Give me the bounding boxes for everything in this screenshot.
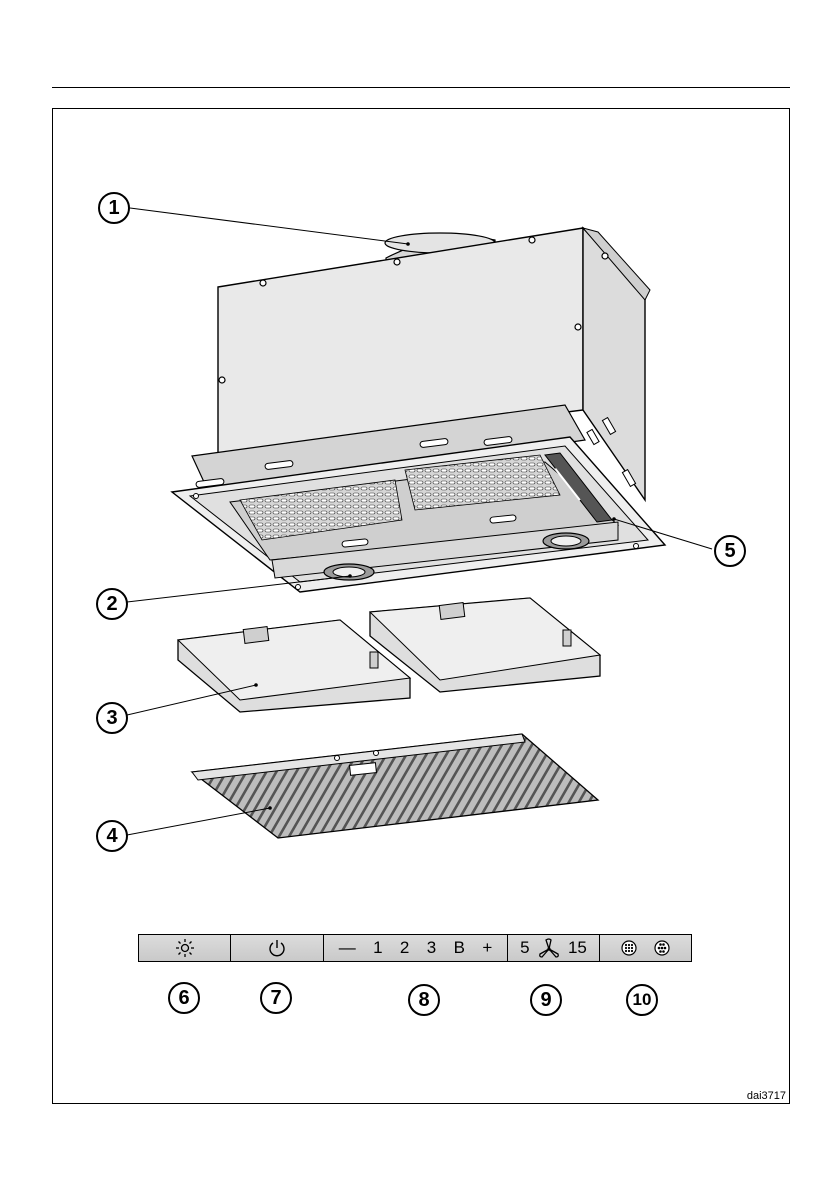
grease-filter-icon xyxy=(621,940,637,956)
light-button[interactable] xyxy=(139,935,231,961)
callout-8: 8 xyxy=(408,984,440,1016)
filter-indicators xyxy=(600,935,690,961)
run-on-timer-button[interactable]: 5 15 xyxy=(508,935,600,961)
speed-3-button[interactable]: 3 xyxy=(427,938,436,958)
timer-min-label: 5 xyxy=(520,938,529,958)
speed-plus-button[interactable]: + xyxy=(482,938,492,958)
odour-filter-icon xyxy=(654,940,670,956)
fan-icon xyxy=(538,938,560,958)
speed-buttons: — 1 2 3 B + xyxy=(324,935,508,961)
power-icon xyxy=(267,938,287,958)
callout-3: 3 xyxy=(96,702,128,734)
callout-2: 2 xyxy=(96,588,128,620)
callout-1: 1 xyxy=(98,192,130,224)
speed-1-button[interactable]: 1 xyxy=(373,938,382,958)
speed-minus-button[interactable]: — xyxy=(339,938,356,958)
callout-7: 7 xyxy=(260,982,292,1014)
timer-max-label: 15 xyxy=(568,938,587,958)
boost-button[interactable]: B xyxy=(454,938,465,958)
speed-2-button[interactable]: 2 xyxy=(400,938,409,958)
callout-4: 4 xyxy=(96,820,128,852)
image-code: dai3717 xyxy=(747,1090,788,1104)
light-icon xyxy=(174,937,196,959)
metal-filter xyxy=(192,734,598,838)
grease-filters xyxy=(178,598,600,712)
control-panel: — 1 2 3 B + 5 15 xyxy=(138,934,692,962)
callout-6: 6 xyxy=(168,982,200,1014)
callout-5: 5 xyxy=(714,535,746,567)
callout-10: 10 xyxy=(626,984,658,1016)
power-button[interactable] xyxy=(231,935,324,961)
hood-body xyxy=(172,228,665,592)
callout-9: 9 xyxy=(530,984,562,1016)
